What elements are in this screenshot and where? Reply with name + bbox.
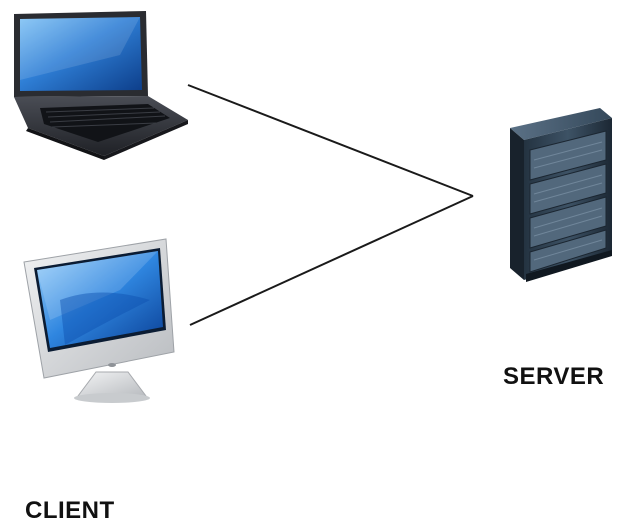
- laptop-icon: [14, 11, 188, 160]
- server-rack-icon: [510, 108, 612, 282]
- client-label: CLIENT: [25, 497, 115, 524]
- desktop-monitor-icon: [23, 238, 175, 403]
- connection-line-desktop-server: [189, 195, 474, 326]
- server-label: SERVER: [503, 363, 605, 390]
- connection-line-laptop-server: [187, 84, 474, 197]
